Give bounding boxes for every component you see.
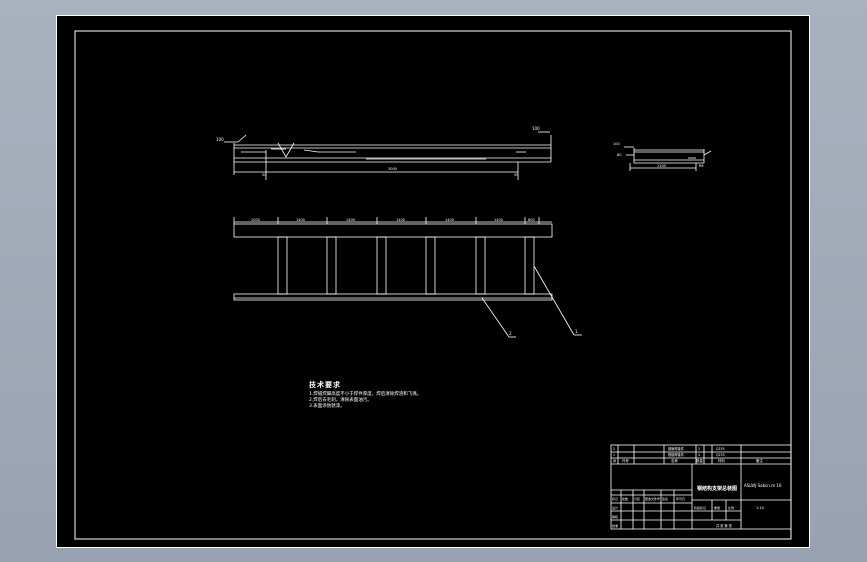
drawing-title: 钢结构支架总装图 xyxy=(697,485,737,492)
stage-label: 阶段标记 xyxy=(694,505,706,510)
sign-doc: 更改文件号 xyxy=(645,496,660,501)
hdr-name: 名称 xyxy=(671,458,678,463)
list-header: 序 代号 名称 数量 材料 备注 xyxy=(613,458,763,463)
bay-dim-1: 1000 xyxy=(251,218,260,222)
part-rows: 2 钢管焊接件 2 Q235 1 槽钢焊接件 4 Q235 xyxy=(613,446,725,457)
elevation-view xyxy=(224,131,552,180)
bay-dim-3: 1400 xyxy=(346,218,355,222)
part-name-2: 钢管焊接件 xyxy=(668,446,685,451)
side-dim-height: 100 xyxy=(613,142,620,146)
dim-right-offset: 50 xyxy=(514,173,518,177)
part-no-1: 1 xyxy=(613,453,615,457)
drawing-canvas: 100 100 50 50 3000 10 xyxy=(56,15,810,548)
leader-label-2: 2 xyxy=(509,331,512,336)
bay-dim-5: 1400 xyxy=(445,218,454,222)
sign-signature: 签名 xyxy=(662,496,668,501)
check-label: 审核 xyxy=(612,514,618,519)
drawing-code: ASLWJ-Sabcn.m 10 xyxy=(744,483,782,488)
side-view: 100 80 1100 R6 xyxy=(613,142,712,171)
notes-line-3: 3.表面涂防锈漆。 xyxy=(309,404,345,409)
title-block: 2 钢管焊接件 2 Q235 1 槽钢焊接件 4 Q235 序 代号 名称 数量… xyxy=(610,444,792,530)
sign-count: 处数 xyxy=(622,496,628,501)
scale-label: 比例 xyxy=(728,505,734,510)
hdr-remark: 备注 xyxy=(756,458,763,463)
inner-frame xyxy=(74,30,792,540)
leader-label-1: 1 xyxy=(575,329,578,334)
part-name-1: 槽钢焊接件 xyxy=(668,452,685,457)
dim-left-height: 100 xyxy=(216,137,224,142)
scale-value: 1:10 xyxy=(756,506,764,510)
plan-view: 1000 1400 1400 1400 1400 1400 600 2 1 xyxy=(233,217,582,338)
technical-notes: 技术要求 1.焊缝焊脚高度不小于焊件厚度，焊后清除焊渣和飞溅。 2.焊后去毛刺，… xyxy=(309,380,421,410)
bay-dim-2: 1400 xyxy=(296,218,305,222)
part-no-2: 2 xyxy=(613,447,615,451)
posts xyxy=(277,236,535,295)
leader-lines xyxy=(481,265,582,338)
outer-frame xyxy=(56,15,810,548)
side-dim-width: 1100 xyxy=(657,164,666,168)
part-qty-1: 4 xyxy=(698,453,700,457)
dim-overall-length: 3000 xyxy=(388,167,397,171)
bay-ticks xyxy=(233,217,540,224)
hdr-qty: 数量 xyxy=(696,458,703,463)
hdr-seq: 序 xyxy=(613,458,617,463)
approve-label: 批准 xyxy=(612,523,618,528)
sign-zone: 分区 xyxy=(634,496,640,501)
dim-right-height: 100 xyxy=(532,126,540,131)
design-label: 设计 xyxy=(612,505,618,510)
bay-dim-7: 600 xyxy=(528,218,535,222)
side-dim-flange: 80 xyxy=(617,153,621,157)
bay-dim-4: 1400 xyxy=(396,218,405,222)
dim-left-offset: 50 xyxy=(262,173,266,177)
hdr-material: 材料 xyxy=(718,458,725,463)
part-material-1: Q235 xyxy=(716,453,725,457)
cad-viewport[interactable]: 100 100 50 50 3000 10 xyxy=(56,15,810,548)
weight-label: 重量 xyxy=(714,505,720,510)
bay-dim-6: 1400 xyxy=(494,218,503,222)
notes-line-1: 1.焊缝焊脚高度不小于焊件厚度，焊后清除焊渣和飞溅。 xyxy=(309,392,422,397)
notes-title: 技术要求 xyxy=(309,381,341,389)
side-dim-right: R6 xyxy=(699,164,704,168)
sign-area: 标记 处数 分区 更改文件号 签名 年月日 设计 审核 批准 xyxy=(612,496,685,528)
sheet-text: 共 张 第 张 xyxy=(716,523,733,528)
hdr-code: 代号 xyxy=(622,458,629,463)
sign-mark: 标记 xyxy=(612,496,618,501)
bay-dims: 1000 1400 1400 1400 1400 1400 600 xyxy=(251,218,535,222)
sign-date: 年月日 xyxy=(676,496,685,501)
notes-line-2: 2.焊后去毛刺，清除表面油污。 xyxy=(309,398,372,403)
part-material-2: Q235 xyxy=(716,447,725,451)
part-qty-2: 2 xyxy=(698,447,700,451)
elevation-dim-text: 100 100 50 50 3000 xyxy=(216,126,540,177)
